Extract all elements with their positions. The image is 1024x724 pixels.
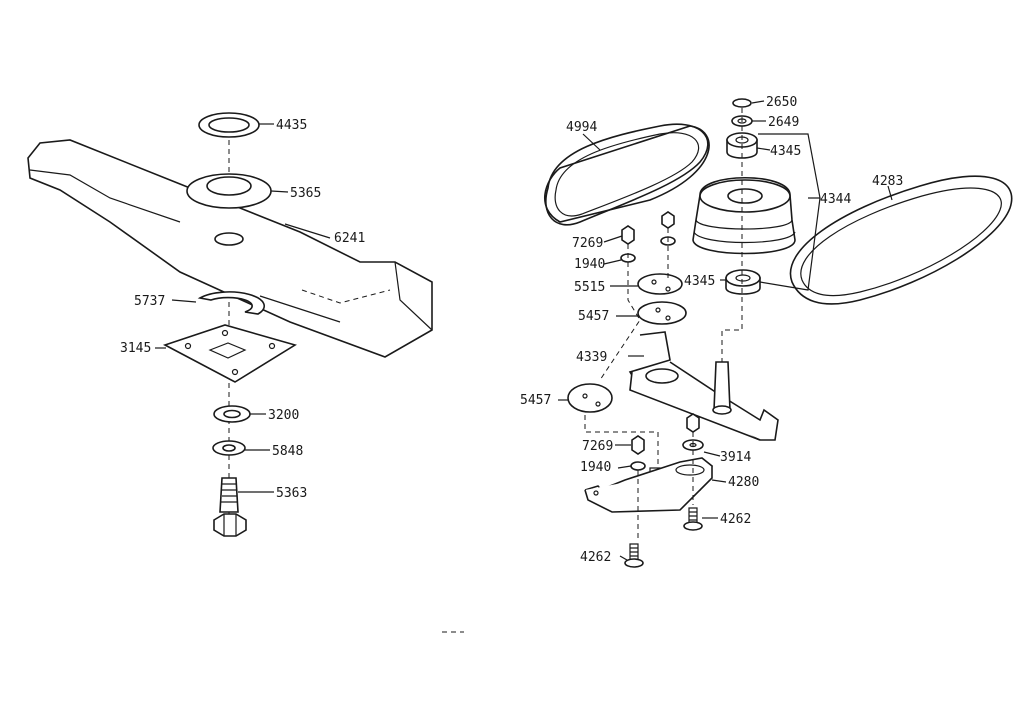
part-4344-pulley	[692, 176, 796, 255]
part-5848-washer	[212, 440, 246, 456]
label-3200: 3200	[268, 408, 299, 423]
label-1940-lower: 1940	[580, 460, 611, 475]
label-4283: 4283	[872, 174, 903, 189]
label-4345-lower: 4345	[684, 274, 715, 289]
label-5365: 5365	[290, 186, 321, 201]
part-4435-ring	[198, 112, 260, 138]
part-7269-lower-nut	[631, 413, 700, 455]
part-4339-bracket	[628, 331, 779, 441]
label-4435: 4435	[276, 118, 307, 133]
part-1940-lower-washer	[630, 461, 646, 471]
part-3200-lock-washer	[213, 405, 251, 423]
part-7269-upper-nut	[621, 211, 675, 245]
part-4345-lower-bearing	[725, 269, 761, 295]
part-4262-upper-screw	[683, 507, 703, 531]
part-6241-blade	[27, 139, 433, 358]
label-7269-upper: 7269	[572, 236, 603, 251]
label-6241: 6241	[334, 231, 365, 246]
label-7269-lower: 7269	[582, 439, 613, 454]
part-5457-upper-disc	[637, 301, 687, 325]
label-4344: 4344	[820, 192, 851, 207]
label-1940-upper: 1940	[574, 257, 605, 272]
part-4283-belt	[789, 175, 1013, 305]
blade-assembly: 4435 5365 6241 5737 3145 3200 5848 5363	[27, 112, 433, 537]
label-4262-upper: 4262	[720, 512, 751, 527]
part-5363-bolt	[213, 477, 247, 537]
pulley-assembly: 2650 2649 4345 4344 4994 4283 7269 1940 …	[520, 95, 1013, 568]
label-5457-upper: 5457	[578, 309, 609, 324]
part-4262-lower-screw	[624, 543, 644, 568]
label-3914: 3914	[720, 450, 751, 465]
label-2650: 2650	[766, 95, 797, 110]
label-2649: 2649	[768, 115, 799, 130]
label-4339: 4339	[576, 350, 607, 365]
label-5848: 5848	[272, 444, 303, 459]
label-5515: 5515	[574, 280, 605, 295]
part-4994-belt	[543, 123, 710, 226]
part-2650-clip	[732, 98, 752, 108]
label-4280: 4280	[728, 475, 759, 490]
part-3145-plate	[162, 324, 297, 383]
label-4262-lower: 4262	[580, 550, 611, 565]
part-5457-lower-disc	[567, 383, 613, 413]
label-5737: 5737	[134, 294, 165, 309]
label-3145: 3145	[120, 341, 151, 356]
label-4345-upper: 4345	[770, 144, 801, 159]
part-4280-plate	[584, 457, 714, 513]
label-5457-lower: 5457	[520, 393, 551, 408]
part-5515-disc	[637, 273, 683, 295]
label-5363: 5363	[276, 486, 307, 501]
part-5737-split-washer	[197, 291, 265, 315]
label-4994: 4994	[566, 120, 597, 135]
part-5365-washer	[186, 173, 272, 209]
